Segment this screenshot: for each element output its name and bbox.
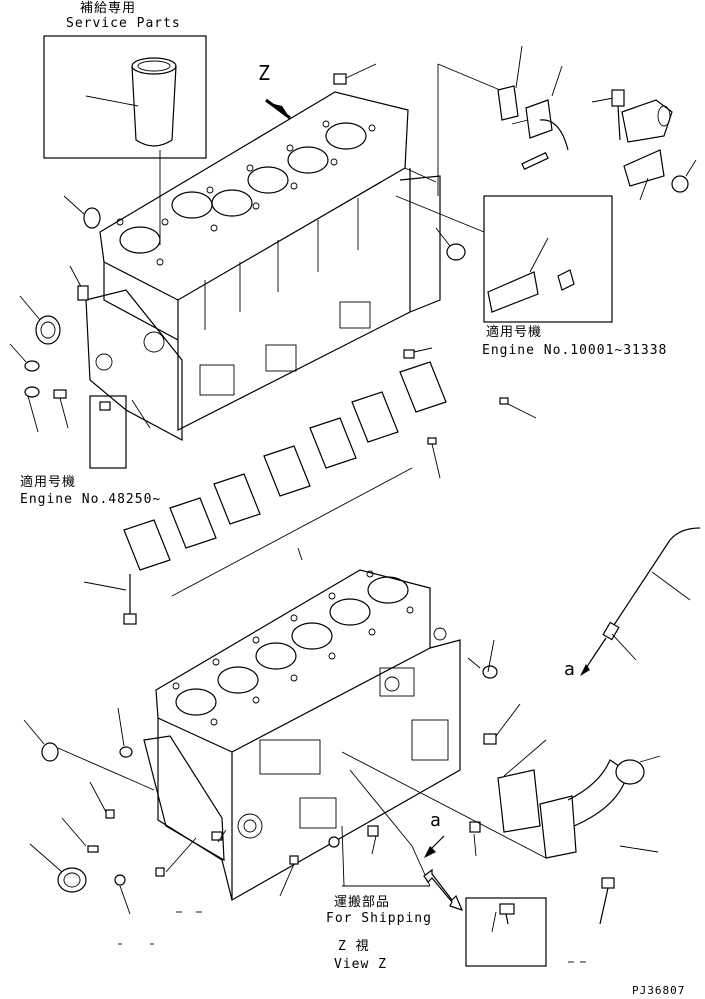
upper-right-seal	[403, 227, 466, 359]
shipping-double-arrow	[423, 868, 464, 911]
left-applicability-jp: 適用号機	[20, 475, 77, 490]
lower-right-parts	[341, 639, 661, 925]
drawing-number: PJ36807	[632, 984, 686, 997]
view-z-en: View Z	[334, 957, 387, 972]
view-z-arrow	[265, 98, 291, 120]
left-applicability-en: Engine No.48250~	[20, 492, 162, 507]
upper-cylinder-block	[85, 91, 441, 442]
upper-applicability-en: Engine No.10001~31338	[482, 343, 668, 358]
shipping-en: For Shipping	[326, 911, 432, 926]
arrow-a-label-lower: a	[430, 810, 442, 831]
main-bearing-bolt	[83, 574, 137, 625]
arrow-a-label-upper: a	[564, 659, 576, 680]
arrow-a-upper	[580, 661, 591, 676]
dipstick	[589, 527, 701, 663]
service-parts-en: Service Parts	[66, 16, 181, 31]
lower-bores	[175, 576, 409, 716]
sensor-gasket-group	[437, 45, 697, 201]
shipping-jp: 運搬部品	[334, 895, 391, 910]
main-bearing-caps	[123, 361, 537, 597]
service-parts-jp: 補給専用	[80, 1, 137, 16]
lower-left-parts	[23, 707, 227, 915]
upper-applicability-box	[395, 195, 613, 323]
shipping-items	[279, 769, 431, 897]
lower-cylinder-block	[143, 569, 461, 901]
service-parts-box	[43, 35, 207, 245]
top-plug	[333, 63, 377, 85]
view-z-jp: Z 視	[338, 939, 370, 954]
upper-bores	[119, 122, 367, 254]
upper-applicability-jp: 適用号機	[486, 325, 543, 340]
arrow-a-lower	[424, 835, 445, 858]
cylinder-liner	[131, 57, 177, 147]
view-marker-label: Z	[258, 61, 272, 85]
upper-left-parts	[9, 195, 151, 469]
view-z-box	[465, 897, 547, 967]
